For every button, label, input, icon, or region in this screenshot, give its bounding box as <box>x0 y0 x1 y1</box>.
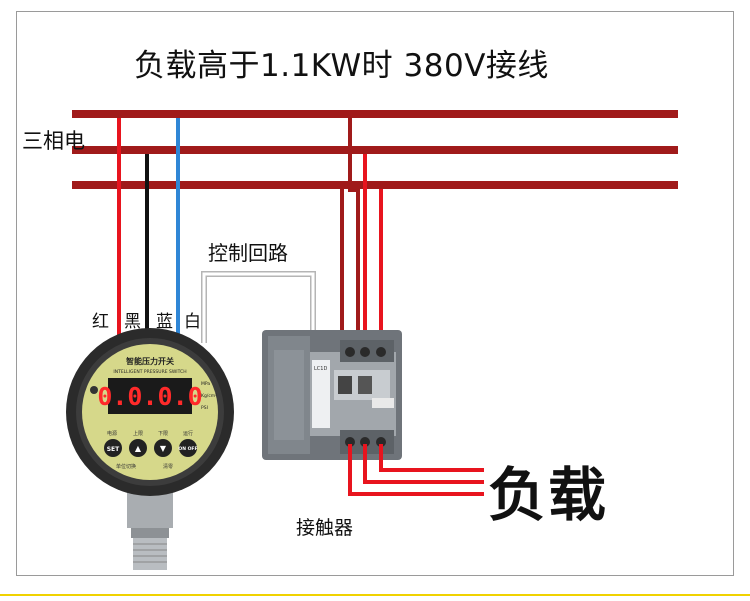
diagram-title: 负载高于1.1KW时 380V接线 <box>134 48 549 84</box>
led-display <box>108 378 192 414</box>
device-subtitle: INTELLIGENT PRESSURE SWITCH <box>113 369 186 375</box>
wire-label-red: 红 <box>92 312 109 332</box>
load-wire-2 <box>363 444 484 484</box>
up-button[interactable] <box>129 439 147 457</box>
three-phase-label: 三相电 <box>22 129 85 153</box>
indicator-lower: 下限 <box>158 430 168 437</box>
wire-label-black: 黑 <box>124 312 141 332</box>
bus-bar-l2 <box>72 146 678 154</box>
load-label: 负载 <box>488 461 609 529</box>
set-button-label: SET <box>107 446 120 453</box>
wire-label-blue: 蓝 <box>156 312 173 332</box>
load-wire-3 <box>348 444 484 496</box>
unit-kgcm2: Kg/cm² <box>201 393 217 399</box>
contactor-label: 接触器 <box>296 517 354 539</box>
zero-clear-label: 清零 <box>163 463 173 470</box>
up-button-label: ▲ <box>135 444 142 453</box>
down-button[interactable] <box>154 439 172 457</box>
load-wire-1 <box>379 444 484 472</box>
bus-bar-l1 <box>72 110 678 118</box>
indicator-power: 电源 <box>107 430 117 437</box>
contactor: LC1D <box>262 330 402 460</box>
bus-bar-l3 <box>72 181 678 189</box>
indicator-run: 运行 <box>183 430 193 437</box>
unit-switch-label: 单位切换 <box>116 463 136 470</box>
device-title: 智能压力开关 <box>126 356 174 366</box>
bottom-accent-line <box>0 594 750 596</box>
control-loop-label: 控制回路 <box>208 241 288 265</box>
wire-white-control-loop <box>201 271 316 343</box>
set-button[interactable] <box>104 439 122 457</box>
unit-mpa: MPa <box>201 381 210 387</box>
indicator-upper: 上限 <box>133 430 143 437</box>
svg-text:LC1D: LC1D <box>314 366 327 372</box>
wire-label-white: 白 <box>184 312 201 332</box>
on-off-button-label: ON OFF <box>178 446 197 452</box>
led-readout: 0.0.0.0 <box>97 382 202 411</box>
on-off-button[interactable] <box>179 439 197 457</box>
down-button-label: ▼ <box>160 444 167 453</box>
contactor-wire-b <box>348 118 360 340</box>
unit-psi: PSI <box>201 405 208 411</box>
